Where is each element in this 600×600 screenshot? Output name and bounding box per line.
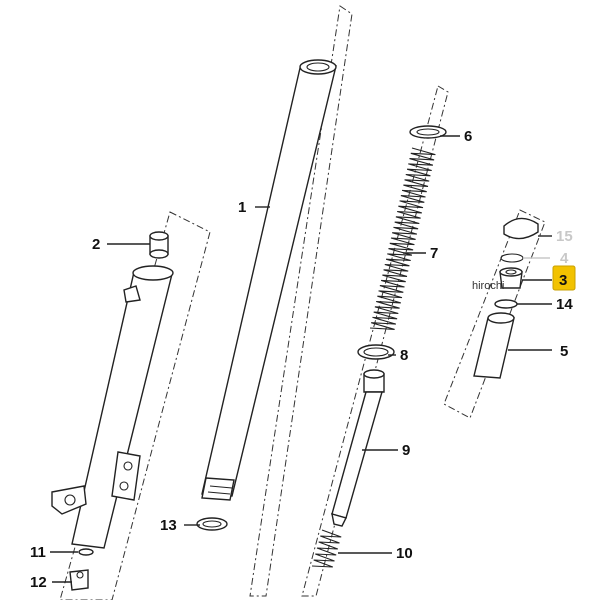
callout-3-highlight <box>552 265 576 291</box>
callout-4: 4 <box>560 250 569 267</box>
callout-13: 13 <box>160 517 177 534</box>
callout-11: 11 <box>30 544 46 561</box>
callout-8: 8 <box>400 347 408 364</box>
circlip-part-4 <box>500 253 524 263</box>
spring-part-7 <box>369 147 436 330</box>
callout-9: 9 <box>402 442 410 459</box>
stanchion-tube-part-1 <box>201 59 337 501</box>
ring-part-8 <box>357 344 395 360</box>
damper-rod-part-9 <box>331 369 385 527</box>
group-outline-damper <box>301 85 449 597</box>
cap-part-15 <box>503 217 539 240</box>
valve-part-3 <box>499 267 523 289</box>
spring-part-10 <box>311 529 342 568</box>
bushing-part-2 <box>149 231 169 259</box>
ring-part-13 <box>196 517 228 531</box>
callout-3: 3 <box>559 272 567 289</box>
callout-1: 1 <box>238 199 246 216</box>
callout-5: 5 <box>560 343 568 360</box>
group-outline-valve <box>443 209 546 419</box>
watermark-text: hirochi <box>472 280 504 292</box>
callout-12: 12 <box>30 574 47 591</box>
o-ring-part-14 <box>494 299 518 309</box>
callout-2: 2 <box>92 236 100 253</box>
callout-15: 15 <box>556 228 573 245</box>
callout-14: 14 <box>556 296 573 313</box>
bolt-part-12 <box>69 569 89 591</box>
washer-part-6 <box>409 125 447 139</box>
callout-10: 10 <box>396 545 413 562</box>
callout-7: 7 <box>430 245 438 262</box>
cylinder-part-5 <box>473 312 515 379</box>
group-outline-stanchion <box>249 5 353 597</box>
washer-part-11 <box>78 548 94 556</box>
callout-6: 6 <box>464 128 472 145</box>
fork-slider <box>51 265 174 549</box>
